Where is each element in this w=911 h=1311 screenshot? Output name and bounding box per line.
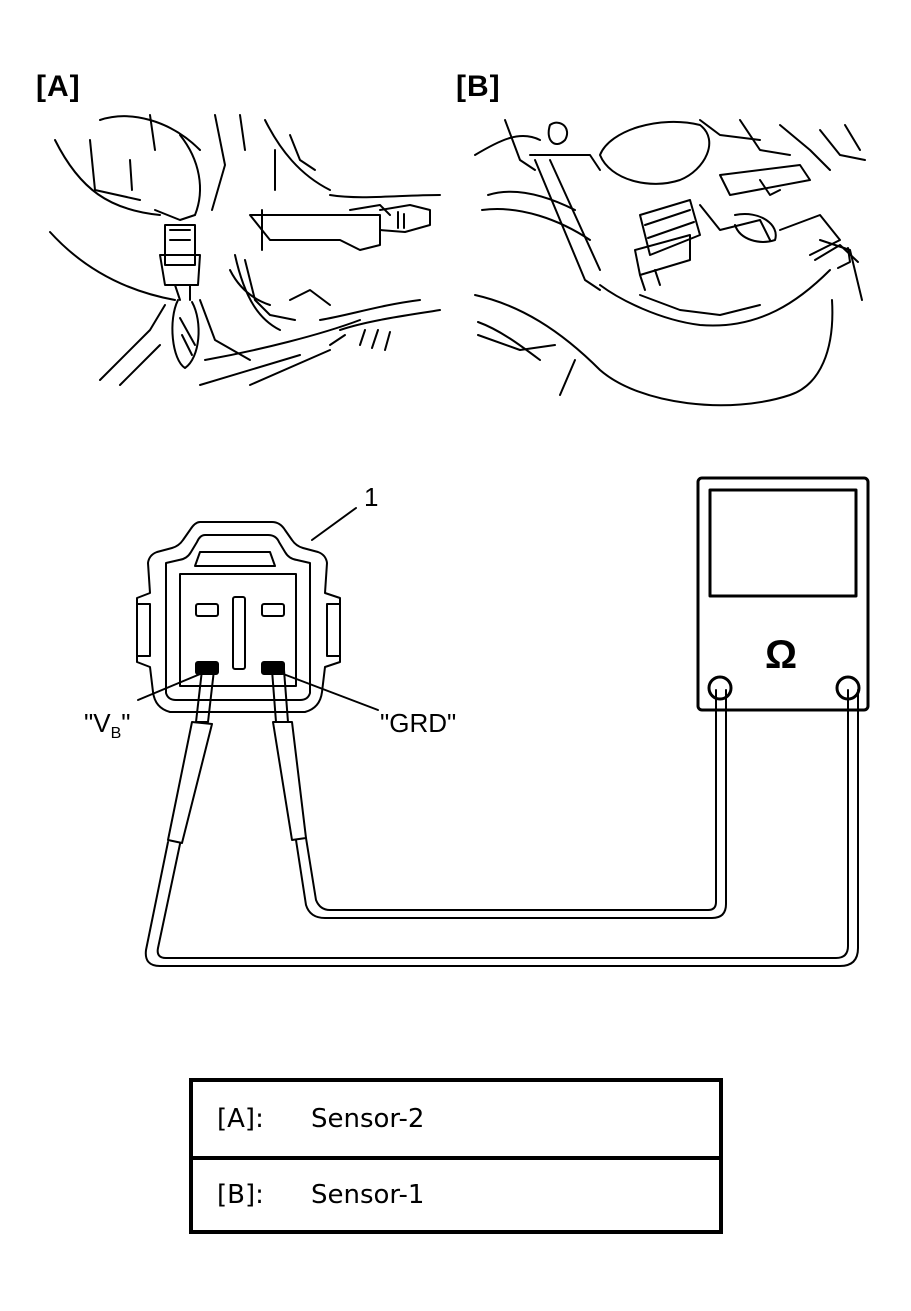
- probe-vb-tip: [195, 669, 215, 723]
- test-leads: [144, 689, 859, 967]
- callout-line-vb: [137, 671, 206, 701]
- panel-b-sketch: [474, 119, 866, 407]
- ohmmeter-body: [696, 476, 870, 712]
- pin-slot-center: [232, 596, 246, 670]
- pin-slot-top-right: [261, 603, 285, 617]
- legend-row: [A]: Sensor-2: [193, 1082, 719, 1156]
- connector-right-ear: [326, 603, 341, 657]
- terminal-label-vb: "VB": [84, 708, 130, 742]
- connector-left-ear: [136, 603, 151, 657]
- panel-a-sketch: [49, 114, 441, 386]
- legend-key: [A]:: [217, 1104, 264, 1134]
- legend-value: Sensor-1: [311, 1180, 425, 1210]
- ohmmeter-jack-right: [835, 675, 861, 701]
- ohmmeter-jack-left: [707, 675, 733, 701]
- probe-vb-body: [167, 721, 213, 844]
- lead-inner-1: [295, 689, 727, 919]
- connector-outer-shell: [136, 521, 341, 713]
- panel-a-label: [A]: [36, 70, 81, 103]
- legend-key: [B]:: [217, 1180, 264, 1210]
- ohmmeter: [696, 476, 870, 712]
- sensor-connector: [136, 507, 379, 713]
- connector-inner-shell: [165, 534, 311, 701]
- lead-inner-2: [305, 689, 717, 911]
- legend-value: Sensor-2: [311, 1104, 425, 1134]
- ohmmeter-display: [708, 488, 858, 598]
- callout-line-1: [311, 507, 357, 541]
- probe-grd-body: [272, 721, 307, 841]
- callout-line-grd: [277, 671, 379, 711]
- lead-outer-2: [156, 689, 849, 959]
- callout-number-1: 1: [364, 482, 378, 512]
- connector-lock-tab: [194, 551, 276, 567]
- terminal-label-grd: "GRD": [380, 708, 456, 738]
- ohm-symbol: Ω: [765, 633, 797, 677]
- legend-table: [A]: Sensor-2 [B]: Sensor-1: [189, 1078, 723, 1234]
- test-probes: [167, 669, 307, 844]
- panel-b-label: [B]: [456, 70, 501, 103]
- connector-body: [179, 573, 297, 687]
- legend-row: [B]: Sensor-1: [193, 1156, 719, 1230]
- pin-slot-top-left: [195, 603, 219, 617]
- lead-outer-1: [144, 689, 859, 967]
- probe-grd-tip: [271, 669, 289, 723]
